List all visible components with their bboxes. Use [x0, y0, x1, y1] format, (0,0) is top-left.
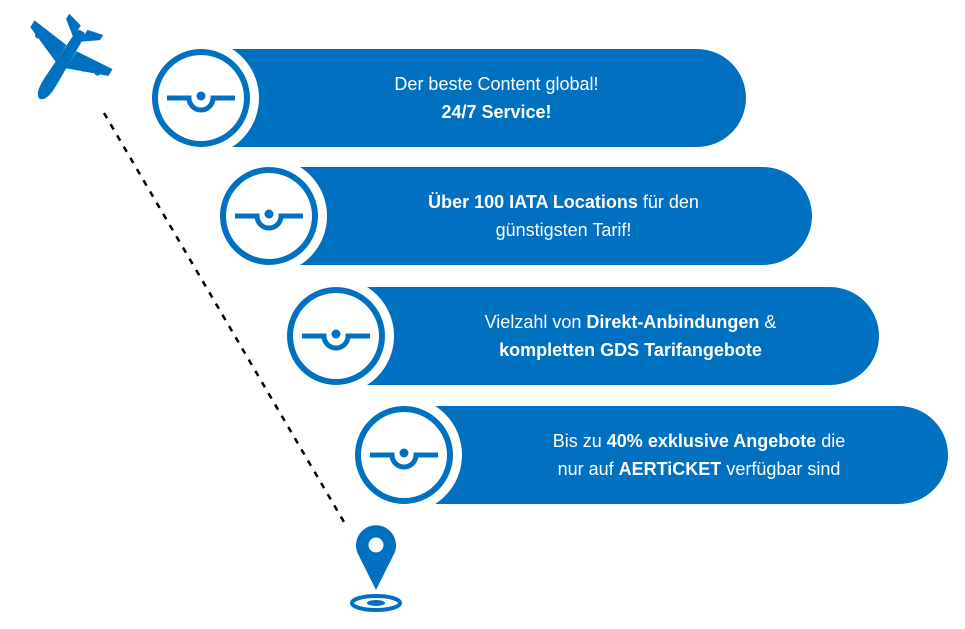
step-text-line: kompletten GDS Tarifangebote: [485, 336, 777, 364]
step-text-line: Bis zu 40% exklusive Angebote die: [553, 427, 845, 455]
step-banner: [300, 167, 812, 265]
highlight-text: 40% exklusive Angebote: [606, 431, 817, 451]
step-text: Vielzahl von Direkt-Anbindungen & komplet…: [485, 308, 777, 364]
body-text: verfügbar sind: [721, 459, 841, 479]
step-text-line: günstigsten Tarif!: [428, 216, 699, 244]
dial-gauge-icon: [287, 287, 385, 385]
body-text: &: [759, 312, 777, 332]
step-4: [355, 406, 948, 504]
step-text-line: Der beste Content global!: [394, 70, 598, 98]
step-1: [152, 49, 747, 147]
body-text: nur auf: [557, 459, 619, 479]
step-banner: [232, 49, 747, 147]
dial-gauge-icon: [152, 49, 250, 147]
dial-gauge-icon: [220, 167, 318, 265]
step-3: [287, 287, 879, 385]
body-text: die: [816, 431, 846, 451]
body-text: Vielzahl von: [484, 312, 587, 332]
dial-gauge-icon: [355, 406, 453, 504]
flight-path-dashed-line: [102, 112, 346, 523]
body-text: Bis zu: [552, 431, 607, 451]
step-text-line: Über 100 IATA Locations für den: [428, 188, 699, 216]
step-text-line: 24/7 Service!: [394, 98, 598, 126]
step-text: Der beste Content global! 24/7 Service!: [394, 70, 598, 126]
step-2: [220, 167, 812, 265]
step-banner: [435, 406, 948, 504]
step-text-line: nur auf AERTiCKET verfügbar sind: [553, 455, 845, 483]
airplane-icon: [30, 13, 113, 100]
highlight-text: Direkt-Anbindungen: [586, 312, 760, 332]
body-text: günstigsten Tarif!: [495, 220, 632, 240]
highlight-text: AERTiCKET: [618, 459, 722, 479]
step-banner: [367, 287, 879, 385]
body-text: Der beste Content global!: [394, 74, 599, 94]
highlight-text: 24/7 Service!: [441, 102, 552, 122]
location-pin-icon: [350, 525, 402, 612]
highlight-text: kompletten GDS Tarifangebote: [499, 340, 762, 360]
body-text: für den: [637, 192, 699, 212]
highlight-text: Über 100 IATA Locations: [428, 192, 638, 212]
step-text-line: Vielzahl von Direkt-Anbindungen &: [485, 308, 777, 336]
